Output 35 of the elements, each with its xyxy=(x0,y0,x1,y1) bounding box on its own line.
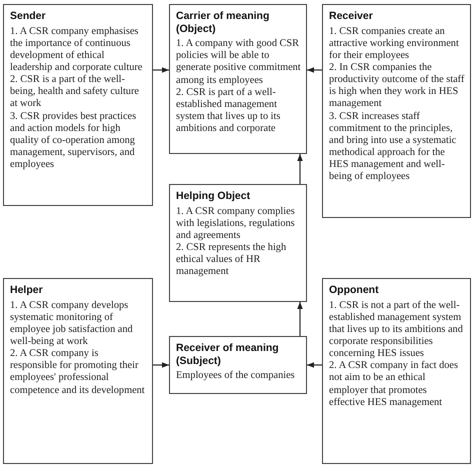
box-heading: Receiver xyxy=(329,10,374,23)
text-box xyxy=(322,278,471,464)
list-item: 3. CSR increases staff commitment to the principles, and bring into use a systematic methodical approach for the HES management and well-being of employees xyxy=(329,110,458,184)
list-item: 2. A CSR company is responsible for promoting their employees' professional competence and its development xyxy=(10,348,146,397)
arrow xyxy=(297,302,303,336)
text-box xyxy=(322,4,471,218)
box-heading: Sender xyxy=(10,10,47,23)
text-box xyxy=(3,4,153,206)
list-item: 2. CSR represents the high ethical values of HR management xyxy=(176,242,288,278)
list-item: 3. CSR provides best practices and action models for high quality of co-operation among management, supervisors, and employees xyxy=(10,110,138,172)
arrow xyxy=(307,67,322,73)
text-box xyxy=(169,184,307,302)
box-heading: Opponent xyxy=(329,284,380,297)
arrow xyxy=(153,362,169,368)
box-heading: Carrier of meaning (Object) xyxy=(176,10,270,36)
list-item: 2. In CSR companies the productivity outcome of the staff is high when they work in HES management xyxy=(329,62,465,111)
box-heading: Receiver of meaning (Subject) xyxy=(176,342,280,368)
arrow xyxy=(297,154,303,184)
list-item: 1. CSR companies create an attractive working environment for their employees xyxy=(329,26,460,62)
list-item: 2. A CSR company in fact does not aim to be an ethical employer that promotes effective HES management xyxy=(329,360,459,409)
list-item: 1. A company with good CSR policies will be able to generate positive commitment among its employees xyxy=(176,38,301,87)
box-heading: Helper xyxy=(10,284,44,297)
list-item: 1. A CSR company emphasises the importance of continuous development of ethical leadership and corporate culture xyxy=(10,26,144,74)
box-heading: Helping Object xyxy=(176,190,252,203)
text-box xyxy=(169,4,307,154)
arrow xyxy=(307,362,322,368)
list-item: 1. A CSR company develops systematic monitoring of employee job satisfaction and well-being at work xyxy=(10,300,134,348)
list-item: Employees of the companies xyxy=(176,370,296,382)
text-box xyxy=(169,336,307,394)
arrow xyxy=(153,67,169,73)
list-item: 1. A CSR company complies with legislations, regulations and agreements xyxy=(176,206,296,242)
text-box xyxy=(3,278,153,464)
list-item: 1. CSR is not a part of the well-established management system that lives up to its ambitions and corporate responsibilities concerning HES issues xyxy=(329,300,464,360)
list-item: 2. CSR is part of a well-established management system that lives up to its ambitions and corporate xyxy=(176,86,282,136)
list-item: 2. CSR is a part of the well-being, health and safety culture at work xyxy=(10,74,140,111)
